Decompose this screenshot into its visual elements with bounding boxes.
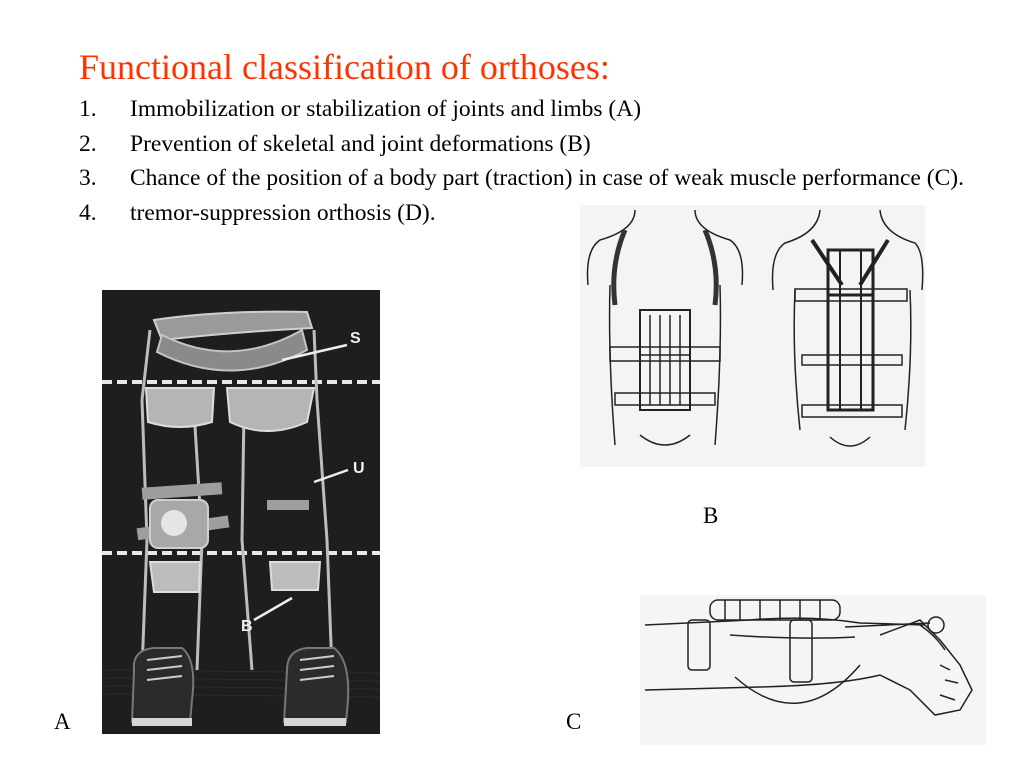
list-text: Prevention of skeletal and joint deforma… — [130, 130, 591, 157]
label-s: S — [350, 330, 361, 347]
classification-list: 1. Immobilization or stabilization of jo… — [79, 92, 979, 230]
list-text: tremor-suppression orthosis (D). — [130, 199, 436, 226]
figure-b-back-brace-drawing — [580, 205, 925, 467]
label-b: B — [241, 618, 253, 635]
slide-title: Functional classification of orthoses: — [79, 47, 610, 87]
figure-a-leg-orthosis-photo — [102, 290, 380, 734]
caption-c: C — [566, 709, 582, 734]
figure-c-arm-orthosis-drawing — [640, 595, 986, 745]
list-text: Chance of the position of a body part (t… — [130, 165, 964, 192]
list-number: 2. — [79, 130, 97, 157]
list-text: Immobilization or stabilization of joint… — [130, 96, 642, 122]
caption-b: B — [703, 503, 719, 528]
list-item: 2. Prevention of skeletal and joint defo… — [79, 127, 979, 162]
caption-a: A — [54, 709, 71, 734]
list-number: 3. — [79, 165, 97, 192]
list-item: 1. Immobilization or stabilization of jo… — [79, 92, 979, 127]
list-number: 1. — [79, 96, 97, 122]
list-number: 4. — [79, 199, 97, 226]
list-item: 4. tremor-suppression orthosis (D). — [79, 196, 979, 231]
list-item: 3. Chance of the position of a body part… — [79, 161, 979, 196]
label-u: U — [353, 460, 365, 477]
